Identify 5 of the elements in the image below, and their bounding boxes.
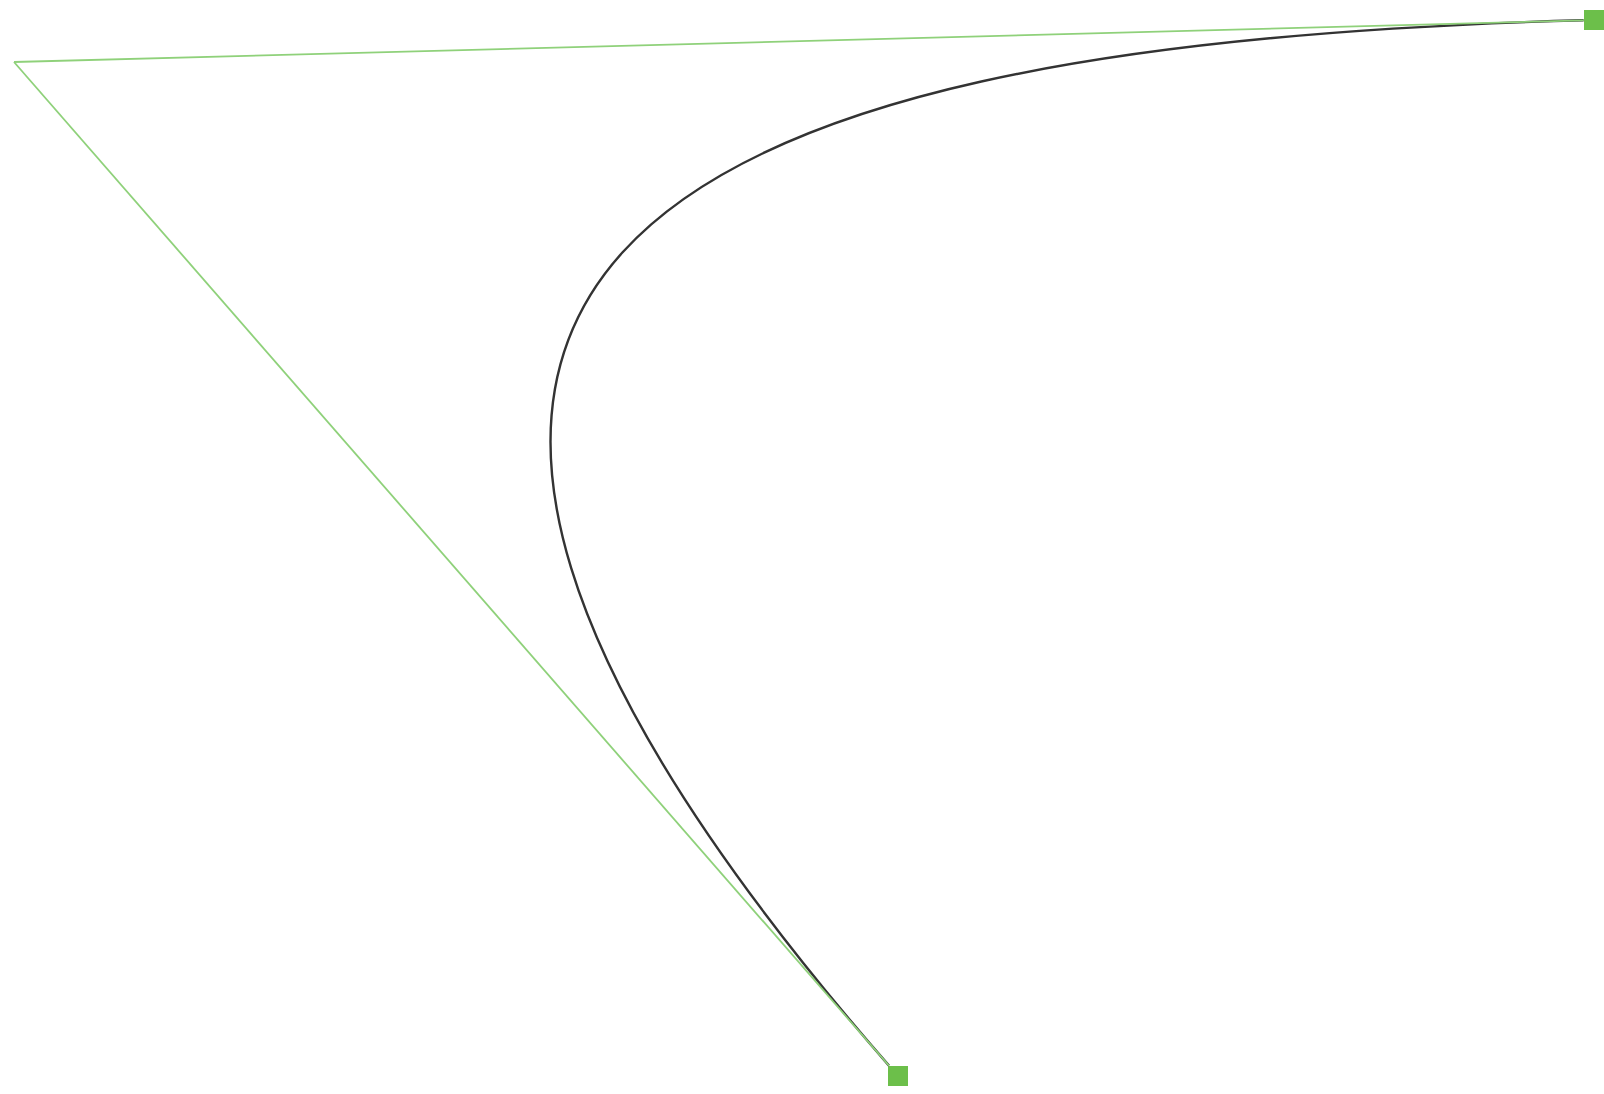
anchor-point: [1584, 10, 1604, 30]
curve: [550, 19, 1584, 1067]
anchor-point: [888, 1066, 908, 1086]
control-line: [13, 61, 890, 1067]
control-line: [13, 19, 1585, 63]
